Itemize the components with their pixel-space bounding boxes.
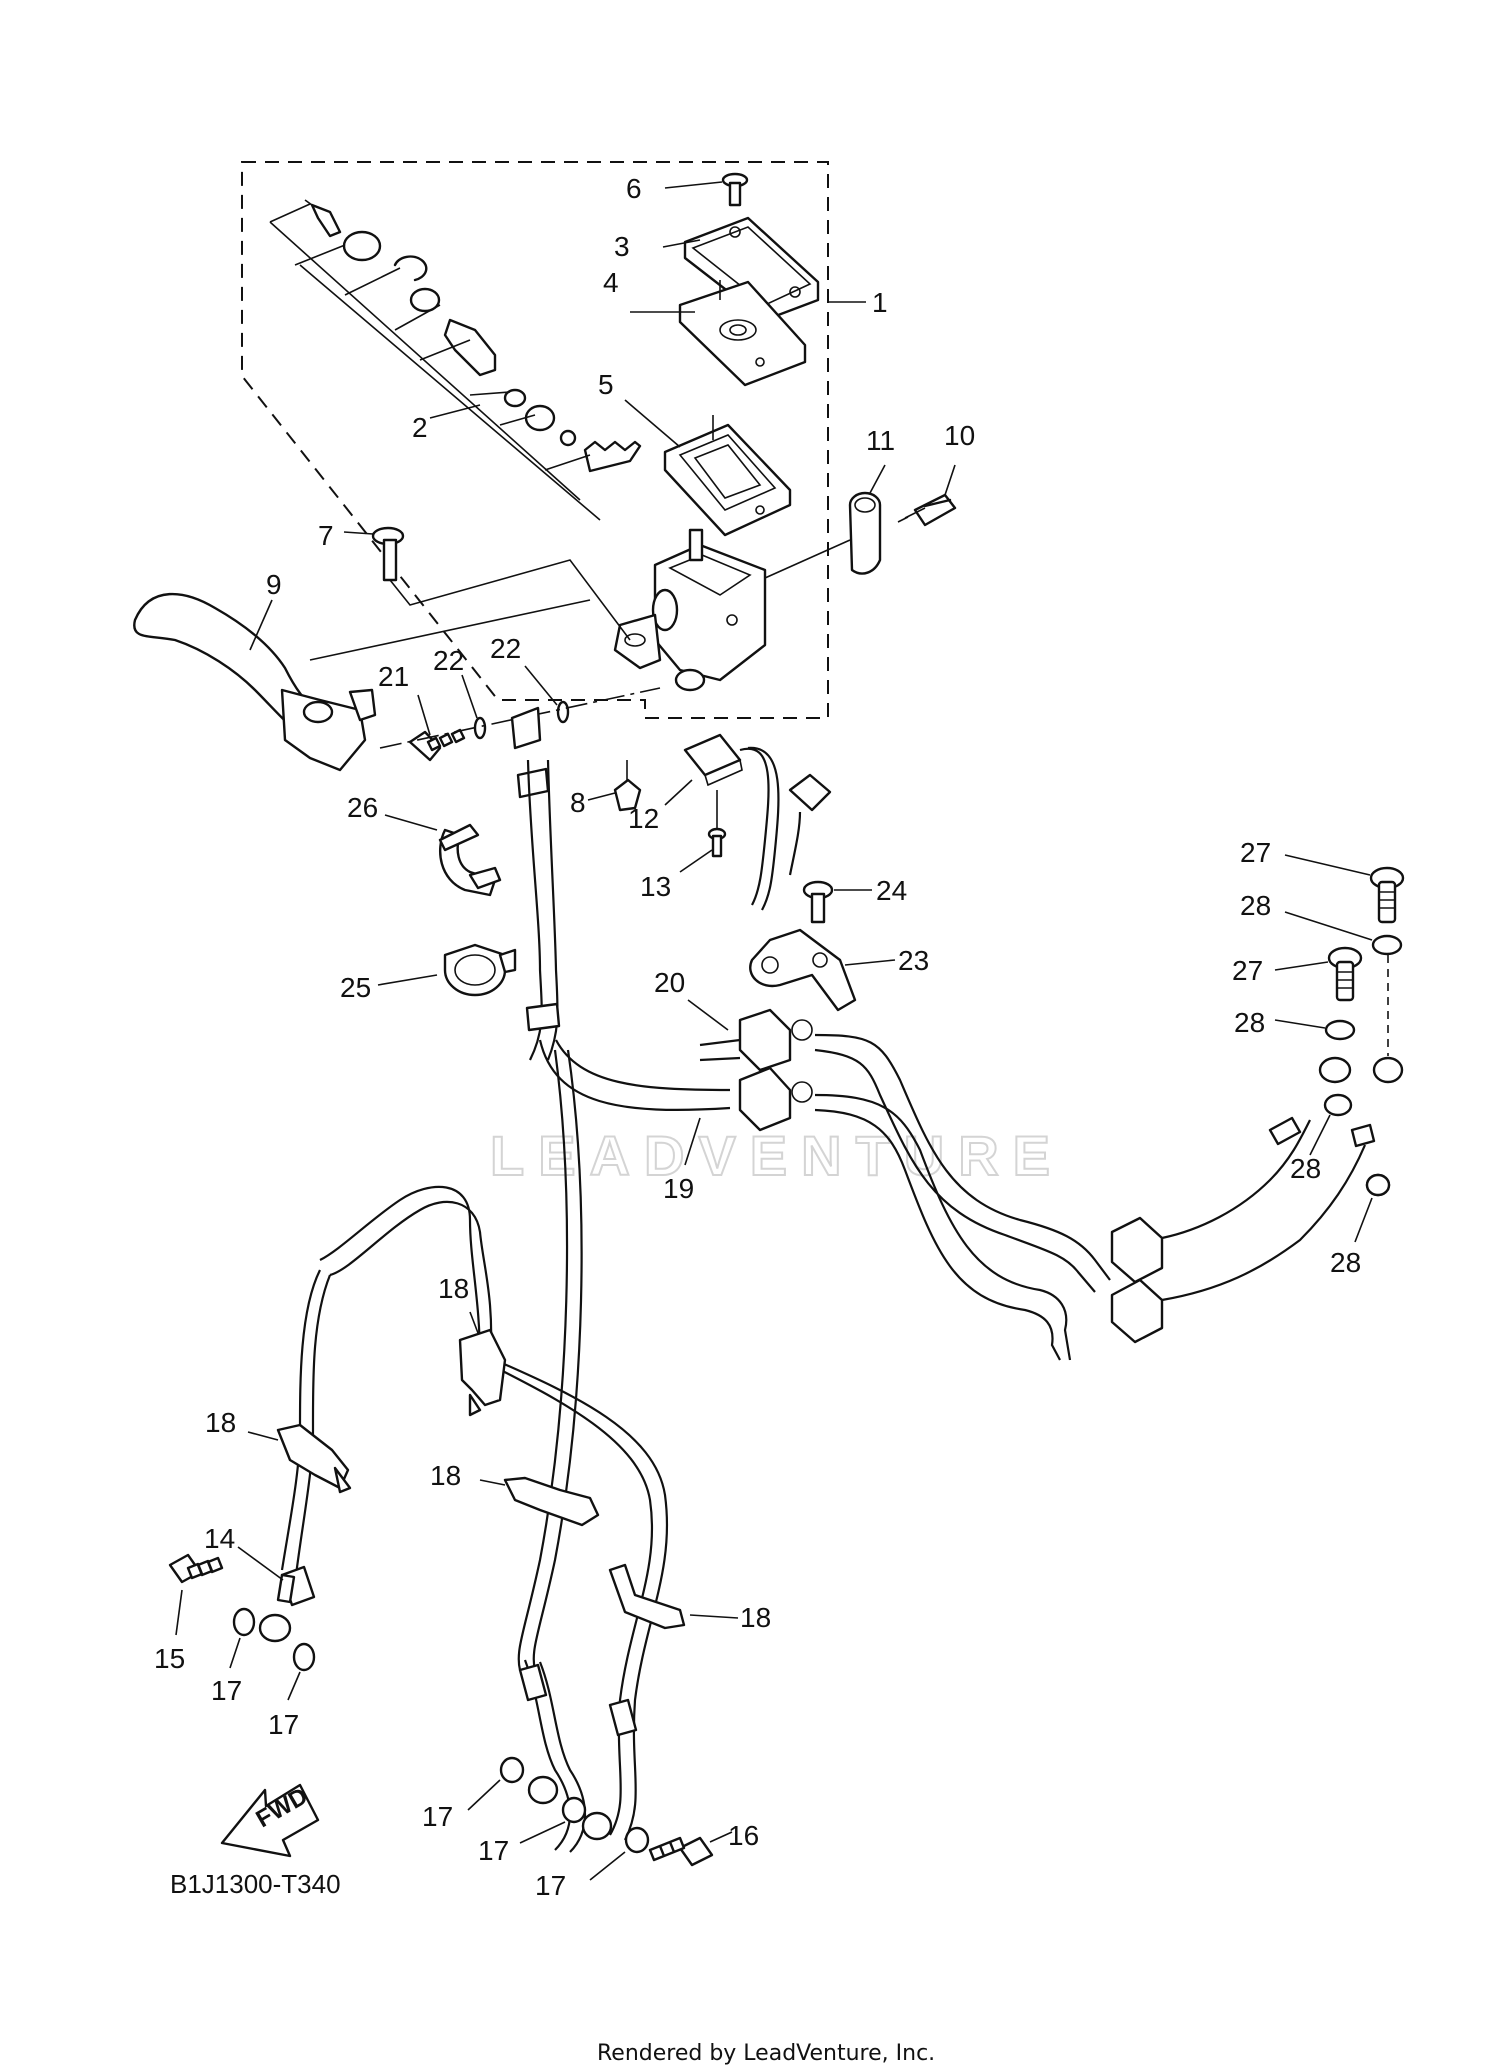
part-2-piston-kit[interactable]: [269, 199, 642, 521]
callout-27a[interactable]: 27: [1240, 837, 1271, 868]
part-22-washer-right[interactable]: [524, 665, 570, 724]
part-8-cap[interactable]: [587, 760, 642, 812]
callout-24[interactable]: 24: [876, 875, 907, 906]
part-4-diaphragm-plate[interactable]: [630, 280, 807, 387]
part-25-hose-clamp[interactable]: [377, 943, 517, 997]
part-19-hose-joint[interactable]: [684, 1066, 813, 1166]
callout-18b[interactable]: 18: [205, 1407, 236, 1438]
part-27-banjo-bolt-lower[interactable]: [1274, 946, 1363, 1002]
part-28-washers[interactable]: [1274, 911, 1403, 1243]
callout-28d[interactable]: 28: [1330, 1247, 1361, 1278]
callout-14[interactable]: 14: [204, 1523, 235, 1554]
svg-text:LEADVENTURE: LEADVENTURE: [490, 1124, 1064, 1187]
part-27-banjo-bolt-top[interactable]: [1284, 854, 1405, 924]
callout-18c[interactable]: 18: [430, 1460, 461, 1491]
part-17-washers-left[interactable]: [229, 1607, 316, 1701]
callout-1[interactable]: 1: [872, 287, 888, 318]
part-5-diaphragm[interactable]: [624, 399, 792, 537]
part-15-banjo-bolt[interactable]: [168, 1553, 224, 1636]
callout-27b[interactable]: 27: [1232, 955, 1263, 986]
callout-12[interactable]: 12: [628, 803, 659, 834]
footer-credit: Rendered by LeadVenture, Inc.: [597, 2041, 935, 2066]
assembly-1-boundary: [241, 161, 829, 719]
callout-7[interactable]: 7: [318, 520, 334, 551]
callout-6[interactable]: 6: [626, 173, 642, 204]
callout-16[interactable]: 16: [728, 1820, 759, 1851]
part-20-hose-joint[interactable]: [687, 999, 813, 1072]
part-23-bracket[interactable]: [749, 928, 896, 1012]
callout-11[interactable]: 11: [866, 425, 895, 456]
callout-23[interactable]: 23: [898, 945, 929, 976]
part-12-brake-switch[interactable]: [664, 733, 832, 911]
callout-4[interactable]: 4: [603, 267, 619, 298]
callout-17e[interactable]: 17: [535, 1870, 566, 1901]
master-cylinder-assembly[interactable]: [133, 172, 957, 1166]
callout-20[interactable]: 20: [654, 967, 685, 998]
callout-2[interactable]: 2: [412, 412, 428, 443]
callout-5[interactable]: 5: [598, 369, 614, 400]
callout-17b[interactable]: 17: [268, 1709, 299, 1740]
callout-28a[interactable]: 28: [1240, 890, 1271, 921]
callout-25[interactable]: 25: [340, 972, 371, 1003]
diagram-code: B1J1300-T340: [170, 1869, 341, 1899]
callout-8[interactable]: 8: [570, 787, 586, 818]
part-11-holder[interactable]: [764, 464, 886, 579]
callout-10[interactable]: 10: [944, 420, 975, 451]
callout-18d[interactable]: 18: [740, 1602, 771, 1633]
brake-hoses: [280, 706, 1404, 1853]
callout-28b[interactable]: 28: [1234, 1007, 1265, 1038]
part-10-bolt[interactable]: [897, 464, 957, 527]
callout-19[interactable]: 19: [663, 1173, 694, 1204]
part-9-brake-lever[interactable]: [133, 592, 591, 772]
callout-18a[interactable]: 18: [438, 1273, 469, 1304]
part-16-banjo-bolt[interactable]: [648, 1831, 733, 1867]
callout-26[interactable]: 26: [347, 792, 378, 823]
callout-22b[interactable]: 22: [490, 633, 521, 664]
part-18-hose-guide-left[interactable]: [247, 1423, 352, 1494]
part-18-hose-guide-right[interactable]: [608, 1563, 739, 1630]
part-26-hose-clamp[interactable]: [384, 814, 502, 897]
callout-28c[interactable]: 28: [1290, 1153, 1321, 1184]
part-18-hose-guide-top[interactable]: [458, 1311, 507, 1417]
callout-labels: 1 2 3 4 5 6 7 8 9 10 11 12 13 14 15 16 1…: [154, 173, 1361, 1901]
callout-17d[interactable]: 17: [478, 1835, 509, 1866]
callout-15[interactable]: 15: [154, 1643, 185, 1674]
callout-17a[interactable]: 17: [211, 1675, 242, 1706]
part-6-screw[interactable]: [664, 172, 749, 207]
callout-13[interactable]: 13: [640, 871, 671, 902]
part-18-hose-guide-middle[interactable]: [479, 1476, 600, 1527]
callout-22a[interactable]: 22: [433, 645, 464, 676]
part-13-screw[interactable]: [679, 790, 727, 873]
callout-17c[interactable]: 17: [422, 1801, 453, 1832]
part-7-pivot-bolt[interactable]: [343, 526, 631, 641]
part-24-bolt[interactable]: [802, 880, 872, 924]
fwd-arrow: FWD: [220, 1782, 320, 1858]
master-cylinder-body[interactable]: [613, 528, 767, 692]
part-14-hose-fitting[interactable]: [237, 1546, 296, 1643]
watermark: LEADVENTURE: [489, 1123, 1064, 1188]
part-17-washers-bottom[interactable]: [467, 1756, 650, 1881]
part-3-reservoir-cover[interactable]: [662, 216, 820, 322]
callout-21[interactable]: 21: [378, 661, 409, 692]
callout-9[interactable]: 9: [266, 569, 282, 600]
callout-3[interactable]: 3: [614, 231, 630, 262]
part-21-spring-adjuster[interactable]: [408, 694, 466, 762]
